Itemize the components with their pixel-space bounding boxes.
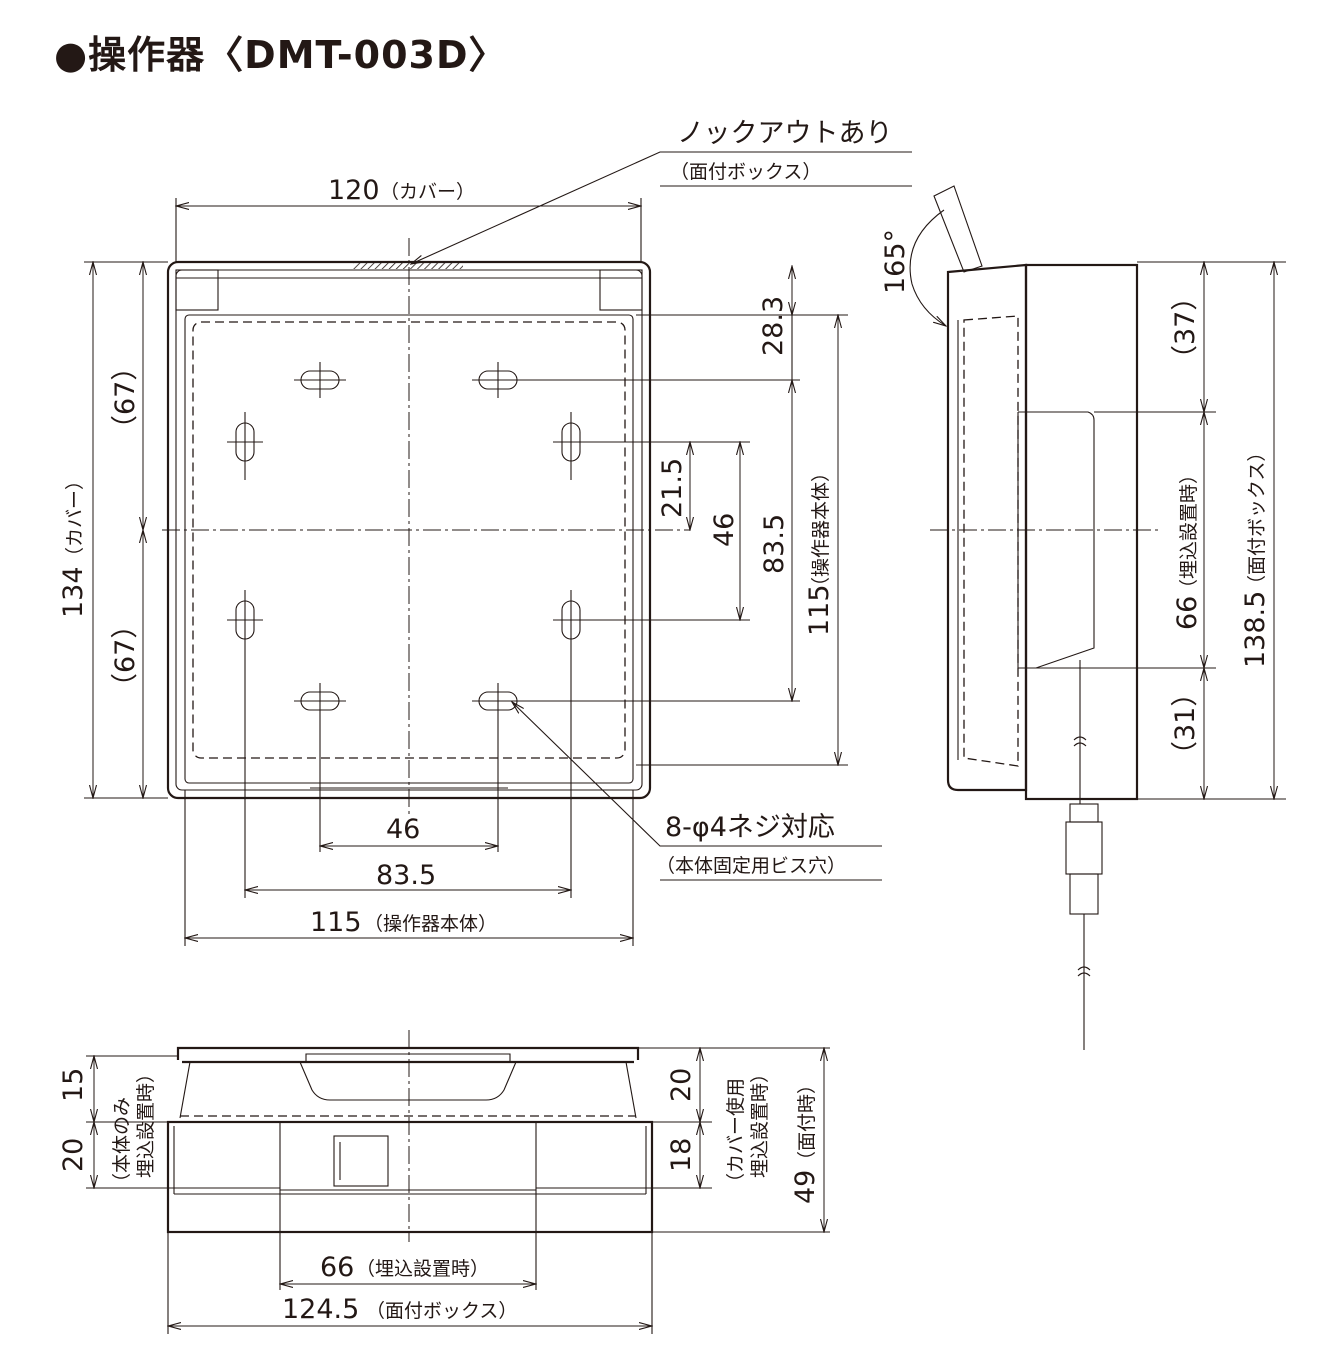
upper-half-value: （67） — [110, 354, 141, 442]
bottom-part-value: （31） — [1170, 680, 1201, 768]
d49-value: 49 — [790, 1170, 821, 1204]
middle-note: （埋込設置時） — [1178, 465, 1200, 598]
bottom-grip — [299, 1061, 517, 1101]
screw-hole — [553, 590, 589, 650]
bottom-view: 15 20 （本体のみ 埋込設置時） 20 18 （カバー使用 埋込設置時） 4… — [58, 1030, 830, 1334]
top-part-value: （37） — [1170, 284, 1201, 372]
cover-width-note: （カバー） — [380, 181, 475, 203]
screw-hole — [227, 590, 263, 650]
width-124-5-value: 124.5 — [282, 1294, 359, 1325]
width-66-value: 66 — [320, 1252, 354, 1283]
body-width-value: 115 — [310, 907, 362, 938]
pitch-46-v-value: 46 — [709, 513, 740, 547]
side-view: 165° （37） 66 （埋込設置時） （31） 138.5 （面付ボックス） — [880, 185, 1286, 1050]
note-cover-1: （カバー使用 — [725, 1078, 747, 1192]
cover-height-value: 134 — [58, 566, 89, 618]
middle-value: 66 — [1172, 596, 1203, 630]
lower-half-value: （67） — [110, 612, 141, 700]
d49-note: （面付時） — [796, 1075, 818, 1170]
box-height-value: 138.5 — [1240, 591, 1271, 668]
bottom-connector — [333, 1135, 389, 1187]
bottom-cover-slope — [179, 1061, 637, 1119]
d20-left-value: 20 — [58, 1138, 89, 1172]
side-body-block — [1018, 411, 1095, 669]
screw-hole — [553, 412, 589, 480]
d20-right-value: 20 — [666, 1068, 697, 1102]
pitch-46-h-value: 46 — [386, 814, 420, 845]
screw-leader — [512, 702, 882, 847]
screw-hole — [294, 683, 346, 719]
width-124-5-note: （面付ボックス） — [366, 1300, 517, 1322]
angle-value: 165° — [880, 229, 911, 294]
body-width-note: （操作器本体） — [364, 913, 497, 935]
hinge-right — [599, 269, 643, 311]
pitch-83-5-v-value: 83.5 — [759, 514, 790, 574]
screw-hole — [227, 412, 263, 480]
knockout-label: ノックアウトあり — [677, 118, 892, 149]
screw-label: 8-φ4ネジ対応 — [665, 812, 835, 843]
side-box-outline — [1024, 263, 1139, 801]
offset-21-5-value: 21.5 — [657, 458, 688, 518]
cover-height-note: （カバー） — [64, 471, 86, 566]
screw-hole — [294, 362, 346, 398]
pitch-83-5-h-value: 83.5 — [376, 860, 436, 891]
screw-hole — [472, 362, 524, 398]
width-66-note: （埋込設置時） — [356, 1258, 489, 1280]
side-dashed-body — [963, 315, 1019, 767]
front-view: ノックアウトあり （面付ボックス） 120 （カバー） 134 （カバー） （6… — [58, 118, 912, 946]
knockout-leader — [411, 151, 912, 264]
page-title: ●操作器〈DMT-003D〉 — [54, 33, 508, 77]
bottom-cover-outline — [176, 1046, 640, 1064]
body-height-note: （操作器本体） — [810, 463, 832, 596]
bottom-body — [279, 1122, 537, 1191]
box-height-note: （面付ボックス） — [1246, 443, 1268, 594]
extension-lines — [84, 198, 848, 946]
knockout-hatch — [353, 262, 463, 269]
note-body-only-2: 埋込設置時） — [135, 1064, 157, 1178]
open-cover — [933, 185, 983, 273]
knockout-sub: （面付ボックス） — [670, 161, 821, 183]
body-dashed-outline — [192, 321, 626, 759]
d18-value: 18 — [666, 1138, 697, 1172]
screw-sub: （本体固定用ビス穴） — [656, 855, 846, 877]
bottom-box-outline — [166, 1120, 654, 1234]
body-height-value: 115 — [804, 584, 835, 636]
side-cover-outline — [946, 263, 1028, 792]
d15-value: 15 — [58, 1068, 89, 1102]
top-offset-value: 28.3 — [758, 296, 789, 356]
angle-arc — [909, 209, 946, 326]
note-body-only-1: （本体のみ — [111, 1097, 133, 1192]
hinge-left — [175, 269, 219, 311]
screw-hole — [472, 683, 524, 719]
cable-and-connector — [1065, 660, 1103, 1050]
cover-width-value: 120 — [328, 175, 380, 206]
note-cover-2: 埋込設置時） — [749, 1064, 771, 1178]
